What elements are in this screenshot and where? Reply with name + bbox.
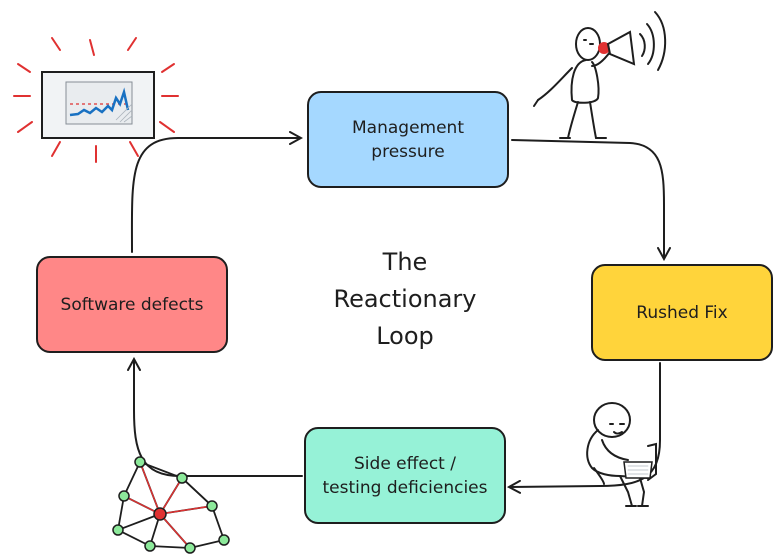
network-graph-icon	[112, 456, 230, 554]
node-side-effect-line-2: testing deficiencies	[322, 477, 488, 498]
node-management-line-1: Management	[352, 117, 464, 138]
node-rushed-fix: Rushed Fix	[591, 264, 773, 361]
node-side-effect-line-1: Side effect /	[354, 453, 456, 474]
node-side-effect: Side effect / testing deficiencies	[304, 427, 506, 524]
alert-monitor-icon	[13, 37, 179, 163]
node-management-line-2: pressure	[371, 141, 445, 162]
megaphone-figure-icon	[533, 11, 667, 139]
node-software-defects: Software defects	[36, 256, 228, 353]
arrow-defects-to-management	[130, 138, 300, 253]
node-rushed-fix-label: Rushed Fix	[636, 302, 728, 323]
diagram-title: The Reactionary Loop	[305, 244, 505, 355]
title-line-3: Loop	[376, 322, 434, 350]
node-software-defects-label: Software defects	[60, 294, 204, 315]
node-management-pressure: Management pressure	[307, 91, 509, 188]
title-line-1: The	[382, 248, 428, 276]
laptop-figure-icon	[586, 402, 657, 507]
title-line-2: Reactionary	[333, 285, 477, 313]
arrow-side-effect-to-defects	[134, 360, 303, 477]
arrow-management-to-rushed-fix	[511, 139, 664, 258]
